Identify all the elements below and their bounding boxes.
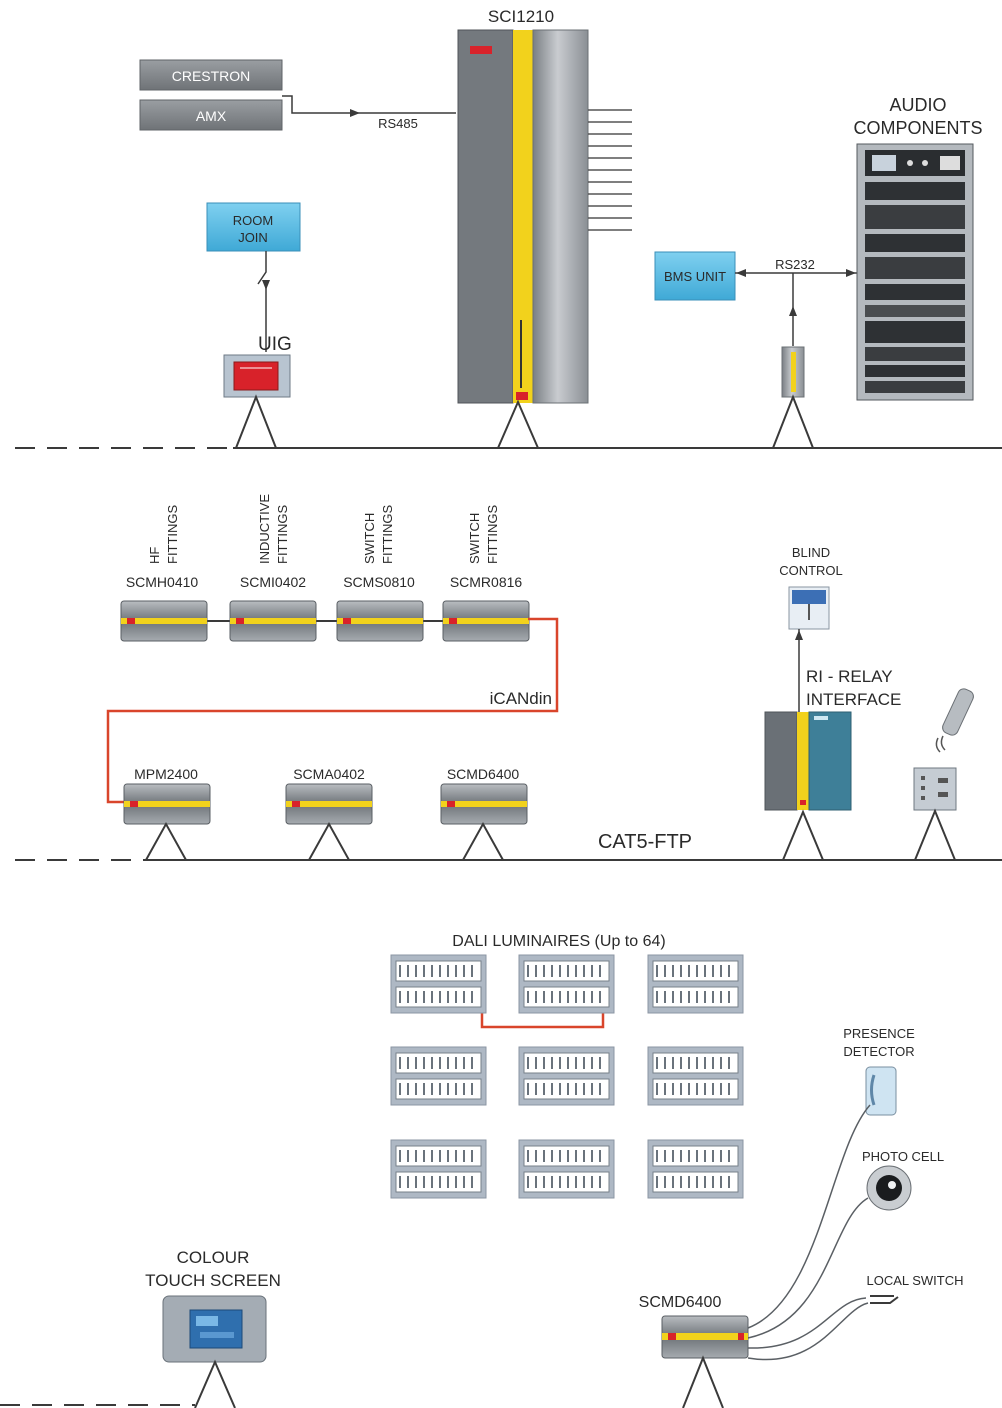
module-name-3: SCMS0810: [343, 574, 415, 590]
bus-device-scma0402: [285, 783, 373, 825]
module-name-4: SCMR0816: [450, 574, 523, 590]
icandin-label: iCANdin: [490, 689, 552, 708]
bus-device-name-3: SCMD6400: [447, 766, 520, 782]
sci1210-outputs: [588, 109, 632, 231]
photo-cell-label: PHOTO CELL: [862, 1149, 944, 1164]
rs232-feet: [772, 394, 814, 449]
dali-luminaire: [518, 954, 615, 1014]
module-type-2a: INDUCTIVE: [257, 494, 272, 564]
presence-label-1: PRESENCE: [843, 1026, 915, 1041]
local-switch-icon: [870, 1295, 899, 1304]
module-type-1b: FITTINGS: [165, 504, 180, 564]
module-name-2: SCMI0402: [240, 574, 306, 590]
rs485-line: [282, 95, 456, 114]
dimmer-label: SCMD6400: [639, 1294, 722, 1311]
sci1210-controller: [457, 29, 589, 404]
touch-screen-label-2: TOUCH SCREEN: [145, 1271, 281, 1290]
module-name-1: SCMH0410: [126, 574, 199, 590]
sci1210-feet: [497, 399, 539, 449]
audio-rack: [856, 143, 974, 401]
module-type-3b: FITTINGS: [380, 504, 395, 564]
uig-feet: [235, 394, 277, 449]
wall-panel-feet: [914, 808, 956, 861]
blind-control-label-2: CONTROL: [779, 563, 843, 578]
dali-luminaire: [647, 1046, 744, 1106]
rs232-arrow-left: [736, 269, 746, 277]
blind-control-label-1: BLIND: [792, 545, 830, 560]
module-scmi0402: [229, 600, 317, 642]
dali-wiring: [480, 1012, 605, 1029]
room-join-box: [206, 202, 301, 252]
relay-interface-device: [764, 711, 852, 811]
dali-luminaire: [518, 1139, 615, 1199]
audio-label-2: COMPONENTS: [853, 118, 982, 138]
local-switch-label: LOCAL SWITCH: [866, 1273, 963, 1288]
audio-label-1: AUDIO: [889, 95, 946, 115]
touch-screen-device: [162, 1295, 267, 1363]
bms-unit-label: BMS UNIT: [664, 269, 726, 284]
rs232-arrow-right: [846, 269, 856, 277]
dali-luminaire: [390, 1139, 487, 1199]
dimmer-feet: [682, 1355, 724, 1408]
uig-arrow: [262, 280, 270, 290]
module-scmr0816: [442, 600, 530, 642]
bus-device-mpm2400: [123, 783, 211, 825]
module-type-labels: HF FITTINGS INDUCTIVE FITTINGS SWITCH FI…: [147, 494, 500, 564]
module-type-4a: SWITCH: [467, 513, 482, 564]
presence-detector-icon: [865, 1066, 897, 1116]
uig-label: UIG: [258, 334, 292, 355]
cat5-label: CAT5-FTP: [598, 831, 692, 853]
room-join-label-1: ROOM: [233, 213, 273, 228]
wall-panel-receiver: [913, 767, 957, 811]
relay-interface-label-1: RI - RELAY: [806, 667, 893, 686]
crestron-label: CRESTRON: [172, 68, 251, 84]
dali-luminaire: [518, 1046, 615, 1106]
presence-label-2: DETECTOR: [843, 1044, 914, 1059]
scma0402-feet: [308, 821, 350, 861]
bms-unit-box: [654, 251, 736, 301]
module-type-1a: HF: [147, 547, 162, 564]
amx-box: [139, 99, 283, 131]
room-join-label-2: JOIN: [238, 230, 268, 245]
bus-device-name-1: MPM2400: [134, 766, 198, 782]
room-join-switch: [257, 251, 267, 352]
mpm2400-feet: [145, 821, 187, 861]
bus-device-name-2: SCMA0402: [293, 766, 365, 782]
rs232-label: RS232: [775, 257, 815, 272]
crestron-box: [139, 59, 283, 91]
module-type-3a: SWITCH: [362, 513, 377, 564]
dimmer-device: [661, 1315, 749, 1359]
touch-screen-feet: [194, 1359, 236, 1408]
rs485-label: RS485: [378, 116, 418, 131]
rs232-drop-arrow: [789, 306, 797, 316]
module-type-2b: FITTINGS: [275, 504, 290, 564]
dali-luminaire: [647, 954, 744, 1014]
icandin-link: [106, 617, 559, 804]
bus-device-scmd6400: [440, 783, 528, 825]
dali-luminaire: [647, 1139, 744, 1199]
module-type-4b: FITTINGS: [485, 504, 500, 564]
sci1210-label: SCI1210: [488, 7, 554, 26]
module-scms0810: [336, 600, 424, 642]
dali-label: DALI LUMINAIRES (Up to 64): [452, 933, 665, 950]
rs485-arrow: [350, 109, 360, 117]
blind-control-icon: [788, 586, 830, 630]
rs232-interface-device: [781, 346, 805, 398]
uig-device: [223, 354, 291, 398]
dali-luminaire: [390, 1046, 487, 1106]
relay-interface-label-2: INTERFACE: [806, 690, 901, 709]
photo-cell-icon: [866, 1165, 912, 1211]
touch-screen-label-1: COLOUR: [177, 1248, 250, 1267]
amx-label: AMX: [196, 108, 227, 124]
module-scmh0410: [120, 600, 208, 642]
ir-remote-icon: [935, 688, 974, 753]
dali-luminaire: [390, 954, 487, 1014]
scmd6400-feet: [462, 821, 504, 861]
relay-link-arrow: [795, 630, 803, 640]
relay-interface-feet: [782, 809, 824, 861]
sensor-wires: [747, 1104, 871, 1361]
